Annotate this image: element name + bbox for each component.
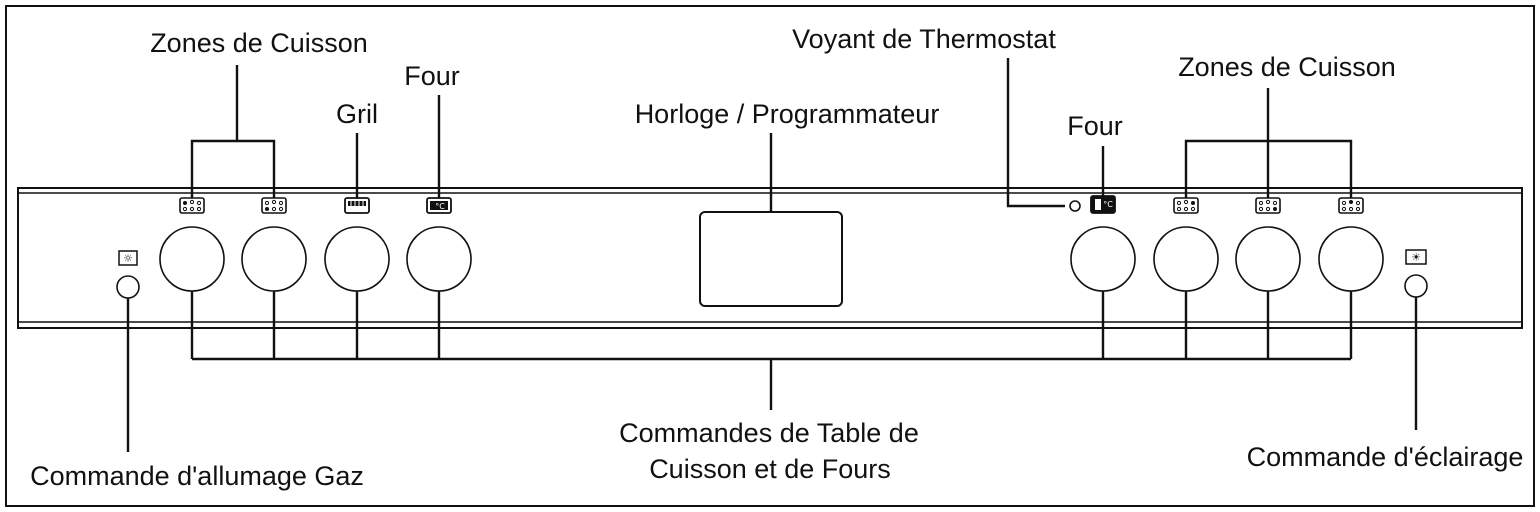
cooking-zone-icon (1173, 197, 1199, 214)
label-eclairage: Commande d'éclairage (1247, 442, 1524, 472)
label-gril: Gril (336, 99, 378, 129)
oven-thermostat-icon: °C (426, 197, 452, 214)
label-voyant: Voyant de Thermostat (792, 24, 1056, 54)
label-allumage: Commande d'allumage Gaz (30, 461, 364, 491)
label-commandes-line1: Commandes de Table de (619, 418, 919, 448)
label-zones-right: Zones de Cuisson (1178, 52, 1396, 82)
label-commandes-line2: Cuisson et de Fours (649, 454, 891, 484)
label-four-left: Four (404, 61, 460, 91)
clock-display[interactable] (699, 211, 843, 307)
gas-ignition-button[interactable] (116, 275, 140, 299)
svg-text:°C: °C (1103, 200, 1113, 209)
leader-lines (126, 58, 1418, 452)
thermostat-indicator-lamp (1069, 200, 1081, 212)
cooking-zone-icon (1255, 197, 1281, 214)
light-bulb-icon: ☀ (1405, 249, 1427, 265)
grill-icon (344, 197, 370, 214)
oven-thermostat-icon: °C (1090, 195, 1116, 214)
svg-text:°C: °C (435, 202, 445, 211)
label-zones-left: Zones de Cuisson (150, 28, 368, 58)
knob-zone-left-1[interactable] (159, 226, 225, 292)
knob-zone-right-2[interactable] (1235, 226, 1301, 292)
knob-grill[interactable] (324, 226, 390, 292)
cooking-zone-icon (261, 197, 287, 214)
knob-zone-left-2[interactable] (241, 226, 307, 292)
outer-frame (5, 5, 1535, 507)
label-four-right: Four (1067, 111, 1123, 141)
svg-text:☀: ☀ (1411, 251, 1421, 264)
gas-ignition-icon: ☼ (118, 250, 138, 266)
cooking-zone-icon (1338, 197, 1364, 214)
light-button[interactable] (1404, 274, 1428, 298)
knob-oven-left[interactable] (406, 226, 472, 292)
knob-zone-right-1[interactable] (1153, 226, 1219, 292)
knob-oven-right[interactable] (1070, 226, 1136, 292)
knob-zone-right-3[interactable] (1318, 226, 1384, 292)
svg-text:☼: ☼ (123, 252, 133, 265)
cooking-zone-icon (179, 197, 205, 214)
label-horloge: Horloge / Programmateur (635, 99, 940, 129)
